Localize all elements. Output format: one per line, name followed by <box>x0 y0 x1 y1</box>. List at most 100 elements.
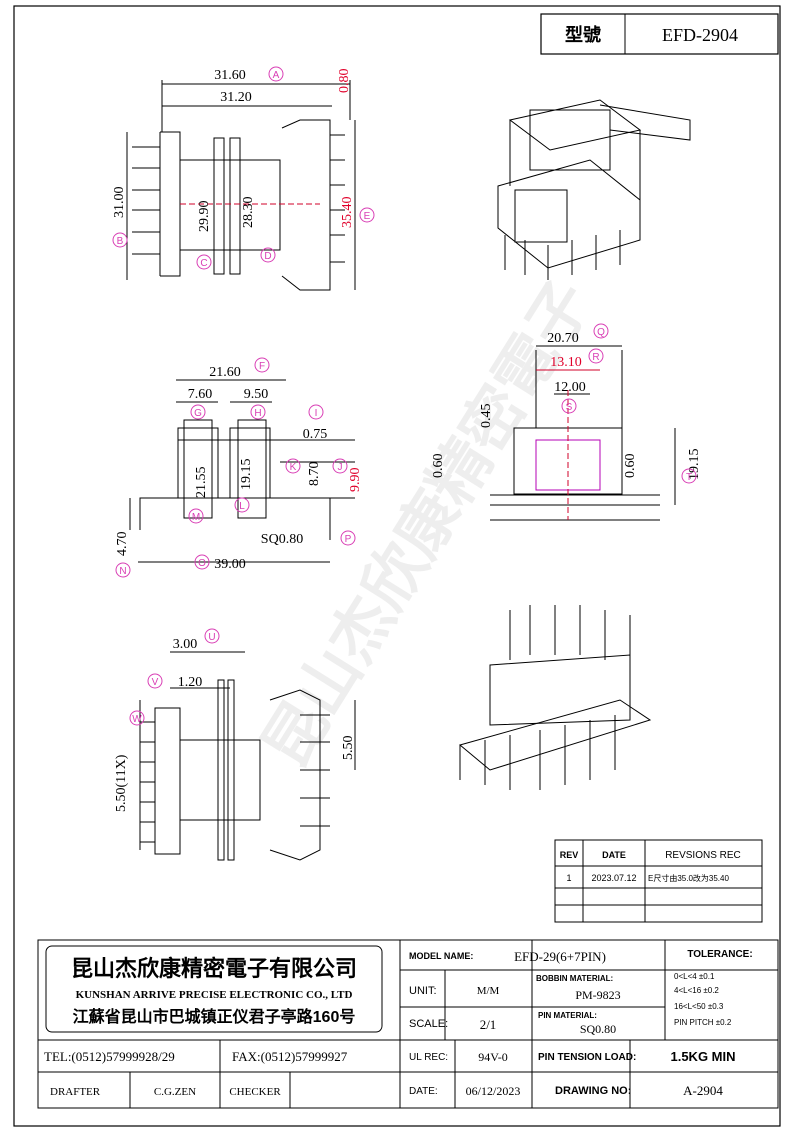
dim-t: 19.15 <box>687 449 702 481</box>
front-view <box>126 80 356 291</box>
label-s: S <box>566 402 573 413</box>
label-c: C <box>200 258 207 269</box>
company-name-cn: 昆山杰欣康精密電子有限公司 <box>71 956 357 981</box>
label-q: Q <box>597 327 605 338</box>
dim-side-v: 1.20 <box>178 675 203 690</box>
tolerance-3: 16<L<50 ±0.3 <box>674 1002 724 1011</box>
model-name-value: EFD-29(6+7PIN) <box>514 949 606 964</box>
dim-f: 21.60 <box>209 365 241 380</box>
dim-h-inner2: 28.30 <box>241 197 256 229</box>
label-k: K <box>290 462 297 473</box>
company-name-en: KUNSHAN ARRIVE PRECISE ELECTRONIC CO., L… <box>76 989 353 1001</box>
end-view <box>490 345 676 521</box>
label-i: I <box>315 408 318 419</box>
date-label: DATE: <box>409 1086 438 1097</box>
drawing-no-label: DRAWING NO: <box>555 1085 631 1097</box>
drafter-value: C.G.ZEN <box>154 1086 196 1098</box>
dim-j: 9.90 <box>348 468 363 493</box>
iso-view-bottom <box>458 605 652 790</box>
model-name-label: MODEL NAME: <box>409 951 473 961</box>
dim-q: 20.70 <box>547 331 579 346</box>
rev-row-1-date: 2023.07.12 <box>591 873 636 883</box>
pin-material-label: PIN MATERIAL: <box>538 1011 597 1020</box>
company-fax: FAX:(0512)57999927 <box>232 1049 348 1064</box>
title-block <box>37 939 779 1109</box>
bottom-view <box>139 651 356 861</box>
dim-i: 0.75 <box>303 427 328 442</box>
bobbin-value: PM-9823 <box>575 988 620 1002</box>
label-d: D <box>264 251 271 262</box>
dim-u1: 0.45 <box>479 404 494 429</box>
dim-l: 19.15 <box>239 459 254 491</box>
drafter-label: DRAFTER <box>50 1086 101 1098</box>
dim-g: 7.60 <box>188 387 213 402</box>
dim-n: 4.70 <box>115 532 130 557</box>
dim-u2: 0.60 <box>431 454 446 479</box>
dim-b: 31.20 <box>220 90 252 105</box>
dim-u3: 0.60 <box>623 454 638 479</box>
dim-h: 9.50 <box>244 387 269 402</box>
tolerance-1: 0<L<4 ±0.1 <box>674 972 715 981</box>
label-u: U <box>208 632 215 643</box>
dim-side-w: 5.50(11X) <box>114 754 129 812</box>
label-r: R <box>592 352 599 363</box>
dim-h-inner1: 29.90 <box>197 201 212 233</box>
label-l: L <box>239 501 245 512</box>
dim-a: 31.60 <box>214 68 246 83</box>
unit-label: UNIT: <box>409 985 437 997</box>
side-view <box>129 379 355 563</box>
rev-header-date: DATE <box>602 850 626 860</box>
scale-label: SCALE: <box>409 1018 448 1030</box>
company-tel: TEL:(0512)57999928/29 <box>44 1049 175 1064</box>
dim-h-left: 31.00 <box>112 187 127 219</box>
label-b: B <box>117 236 124 247</box>
label-m: M <box>192 512 200 523</box>
model-label: 型號 <box>565 24 601 45</box>
model-header: 型號 EFD-2904 <box>540 13 779 55</box>
dim-s: 12.00 <box>554 380 586 395</box>
rev-row-1-rec: E尺寸由35.0改为35.40 <box>648 873 729 883</box>
label-j: J <box>338 462 343 473</box>
label-e: E <box>364 211 371 222</box>
dim-p: SQ0.80 <box>261 532 303 547</box>
bobbin-label: BOBBIN MATERIAL: <box>536 974 613 983</box>
dim-c-top: 0.80 <box>337 69 352 94</box>
label-v: V <box>152 677 159 688</box>
revision-table <box>554 839 763 923</box>
label-p: P <box>345 534 352 545</box>
drawing-border <box>13 5 781 1127</box>
label-f: F <box>259 361 265 372</box>
label-t: T <box>686 472 692 483</box>
label-a: A <box>273 70 280 81</box>
tolerance-4: PIN PITCH ±0.2 <box>674 1018 732 1027</box>
pin-tension-label: PIN TENSION LOAD: <box>538 1052 636 1063</box>
label-g: G <box>194 408 202 419</box>
company-address: 江蘇省昆山市巴城镇正仪君子亭路160号 <box>73 1007 356 1026</box>
ul-value: 94V-0 <box>478 1050 508 1064</box>
tolerance-2: 4<L<16 ±0.2 <box>674 986 719 995</box>
tolerance-label: TOLERANCE: <box>687 949 752 960</box>
rev-header-rev: REV <box>560 850 579 860</box>
model-value: EFD-2904 <box>662 25 738 45</box>
drawing-no-value: A-2904 <box>683 1083 723 1098</box>
pin-material-value: SQ0.80 <box>580 1022 616 1036</box>
label-w: W <box>132 714 142 725</box>
rev-header-rec: REVSIONS REC <box>665 850 741 861</box>
date-value: 06/12/2023 <box>466 1084 521 1098</box>
dim-h-right: 35.40 <box>340 197 355 229</box>
scale-value: 2/1 <box>480 1017 497 1032</box>
iso-view-top <box>497 99 691 280</box>
dim-k: 8.70 <box>307 462 322 487</box>
label-h: H <box>254 408 261 419</box>
dim-m: 21.55 <box>194 467 209 499</box>
dim-side-x: 5.50 <box>341 736 356 761</box>
label-n: N <box>119 566 126 577</box>
unit-value: M/M <box>477 985 500 997</box>
checker-label: CHECKER <box>229 1086 281 1098</box>
rev-row-1-rev: 1 <box>566 873 571 883</box>
pin-tension-value: 1.5KG MIN <box>670 1049 735 1064</box>
dim-o: 39.00 <box>214 557 246 572</box>
label-o: O <box>198 558 206 569</box>
ul-label: UL REC: <box>409 1052 448 1063</box>
